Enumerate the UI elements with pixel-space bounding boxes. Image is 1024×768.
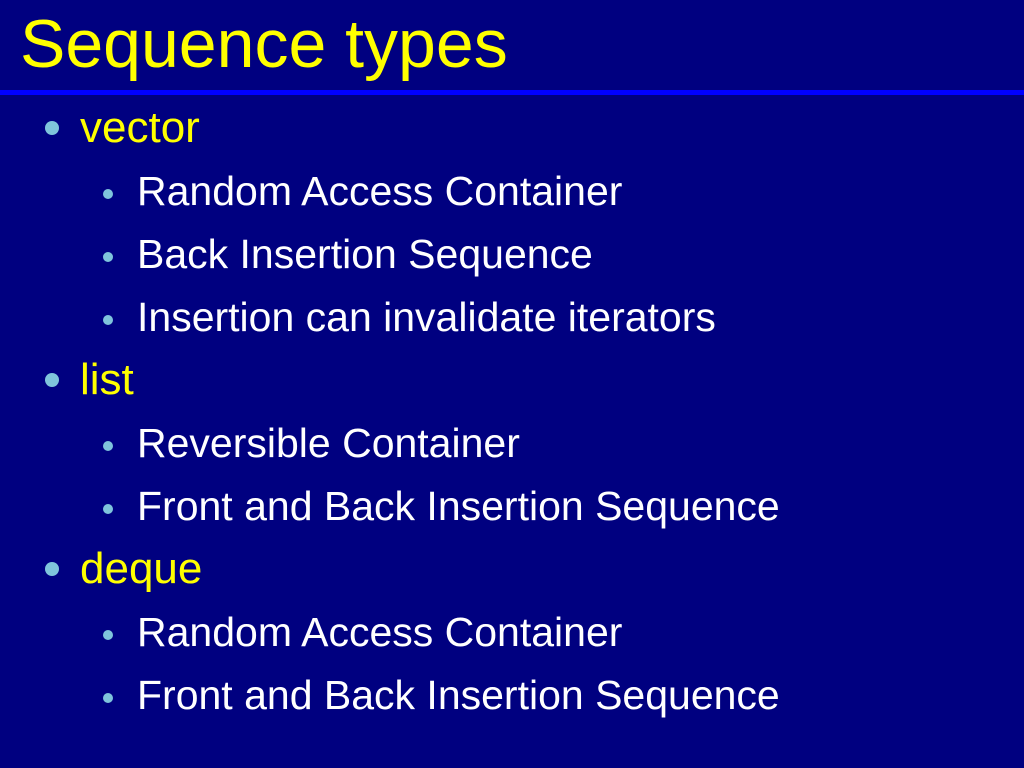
list-item[interactable]: Reversible Container [0, 415, 1024, 478]
list-item-label: Random Access Container [137, 168, 623, 214]
title-band: Sequence types [0, 0, 1024, 90]
bullet-dot-icon [45, 373, 59, 387]
list-item[interactable]: vector [0, 100, 1024, 163]
page-title: Sequence types [20, 6, 508, 82]
list-item[interactable]: deque [0, 541, 1024, 604]
bullet-dot-icon [45, 121, 59, 135]
list-item-label: Front and Back Insertion Sequence [137, 483, 780, 529]
bullet-dot-icon [103, 504, 113, 514]
list-item-label: Reversible Container [137, 420, 520, 466]
list-item-label: Front and Back Insertion Sequence [137, 672, 780, 718]
bullet-dot-icon [103, 630, 113, 640]
bullet-dot-icon [45, 562, 59, 576]
list-item[interactable]: Front and Back Insertion Sequence [0, 478, 1024, 541]
title-divider-rule [0, 90, 1024, 95]
bullet-dot-icon [103, 441, 113, 451]
list-item-label: Random Access Container [137, 609, 623, 655]
bullet-dot-icon [103, 693, 113, 703]
list-item-label: Back Insertion Sequence [137, 231, 593, 277]
list-item-label: Insertion can invalidate iterators [137, 294, 716, 340]
bullet-list: vector Random Access Container Back Inse… [0, 100, 1024, 730]
list-item[interactable]: Insertion can invalidate iterators [0, 289, 1024, 352]
list-item-label: vector [80, 103, 200, 152]
list-item-label: deque [80, 544, 203, 593]
list-item[interactable]: Random Access Container [0, 604, 1024, 667]
list-item[interactable]: list [0, 352, 1024, 415]
bullet-dot-icon [103, 252, 113, 262]
list-item[interactable]: Back Insertion Sequence [0, 226, 1024, 289]
bullet-dot-icon [103, 189, 113, 199]
list-item-label: list [80, 355, 134, 404]
list-item[interactable]: Random Access Container [0, 163, 1024, 226]
bullet-dot-icon [103, 315, 113, 325]
list-item[interactable]: Front and Back Insertion Sequence [0, 667, 1024, 730]
